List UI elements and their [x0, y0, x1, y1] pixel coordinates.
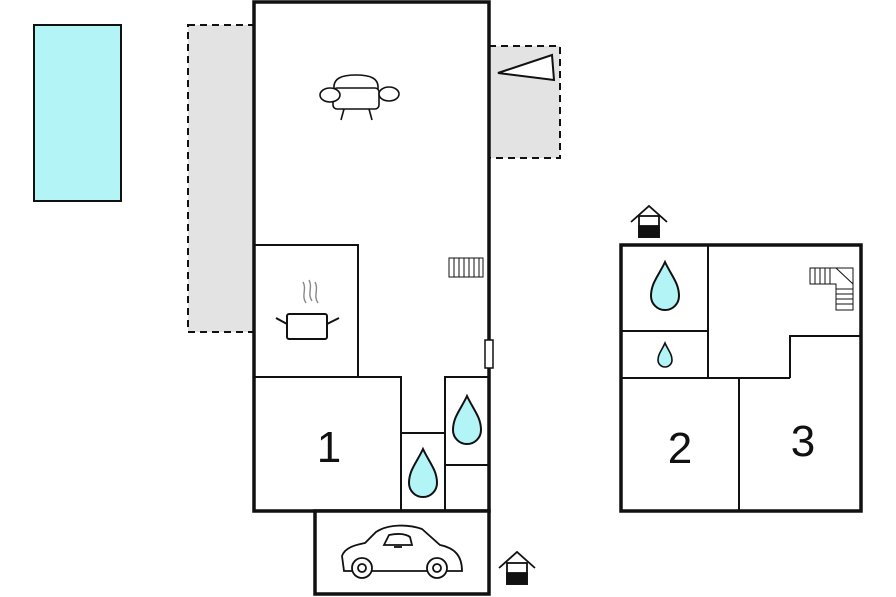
swimming-pool	[33, 24, 122, 202]
bedroom-2-number: 2	[668, 424, 692, 473]
bedroom-1-number: 1	[317, 423, 341, 472]
door-marker	[484, 339, 494, 369]
cooking-pot-icon	[275, 279, 340, 340]
terrace-left	[187, 24, 255, 333]
entrance-house-icon	[498, 550, 536, 585]
entrance-house-icon	[630, 204, 668, 238]
water-drop-icon	[407, 446, 439, 498]
stairs-icon	[448, 257, 484, 278]
car-icon	[341, 524, 463, 579]
stairs-icon	[809, 267, 854, 311]
water-drop-icon	[451, 393, 483, 445]
sofa-icon	[319, 74, 400, 121]
ground-floor-walls	[252, 0, 491, 596]
water-drop-icon	[657, 340, 673, 368]
water-drop-icon	[649, 259, 681, 311]
bedroom-3-number: 3	[791, 417, 815, 466]
fireplace-icon	[497, 53, 556, 82]
